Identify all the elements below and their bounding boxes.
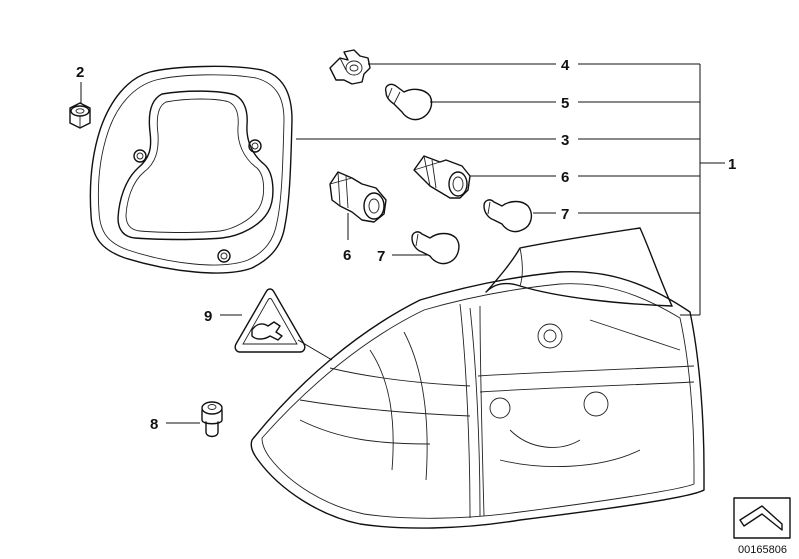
- clip-icon: [201, 401, 223, 438]
- callout-4: 4: [561, 57, 570, 74]
- catalog-arrow-icon: [733, 497, 791, 539]
- nut-icon: [69, 102, 91, 129]
- callout-2: 2: [76, 64, 84, 81]
- bulb-socket-icon: [329, 49, 371, 85]
- callout-8: 8: [150, 416, 158, 433]
- callout-7-left: 7: [377, 248, 385, 265]
- bulb-socket-icon: [413, 155, 471, 199]
- callout-9: 9: [204, 308, 212, 325]
- warning-label-icon: [234, 288, 306, 353]
- leader-lines: [80, 63, 725, 424]
- bulb-icon: [411, 231, 460, 265]
- gasket-icon: [89, 65, 293, 274]
- callout-1: 1: [728, 156, 736, 173]
- callout-6-left: 6: [343, 247, 351, 264]
- bulb-icon: [483, 199, 533, 233]
- bulb-socket-icon: [329, 171, 387, 223]
- callout-3: 3: [561, 132, 569, 149]
- document-number: 00165806: [738, 544, 787, 556]
- tail-lamp-icon: [250, 227, 705, 529]
- bulb-icon: [384, 83, 433, 121]
- callout-6-right: 6: [561, 169, 569, 186]
- callout-7-right: 7: [561, 206, 569, 223]
- callout-5: 5: [561, 95, 569, 112]
